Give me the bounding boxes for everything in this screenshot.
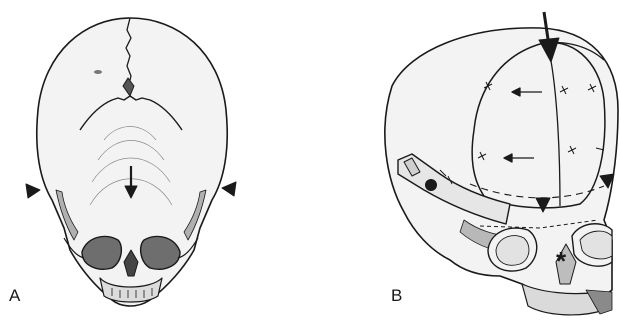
panel-b-asterisk: * bbox=[556, 246, 567, 276]
panel-a bbox=[26, 18, 236, 306]
panel-b-orbit-left-inner bbox=[496, 236, 529, 266]
panel-b: * bbox=[385, 12, 618, 315]
panel-b-bandeau-dot bbox=[425, 179, 437, 191]
panel-label-b: B bbox=[391, 286, 402, 306]
panel-a-right-arrowhead bbox=[222, 182, 236, 196]
panel-a-left-arrowhead bbox=[26, 184, 40, 198]
panel-a-spot bbox=[94, 70, 102, 74]
panel-label-a: A bbox=[9, 286, 20, 306]
